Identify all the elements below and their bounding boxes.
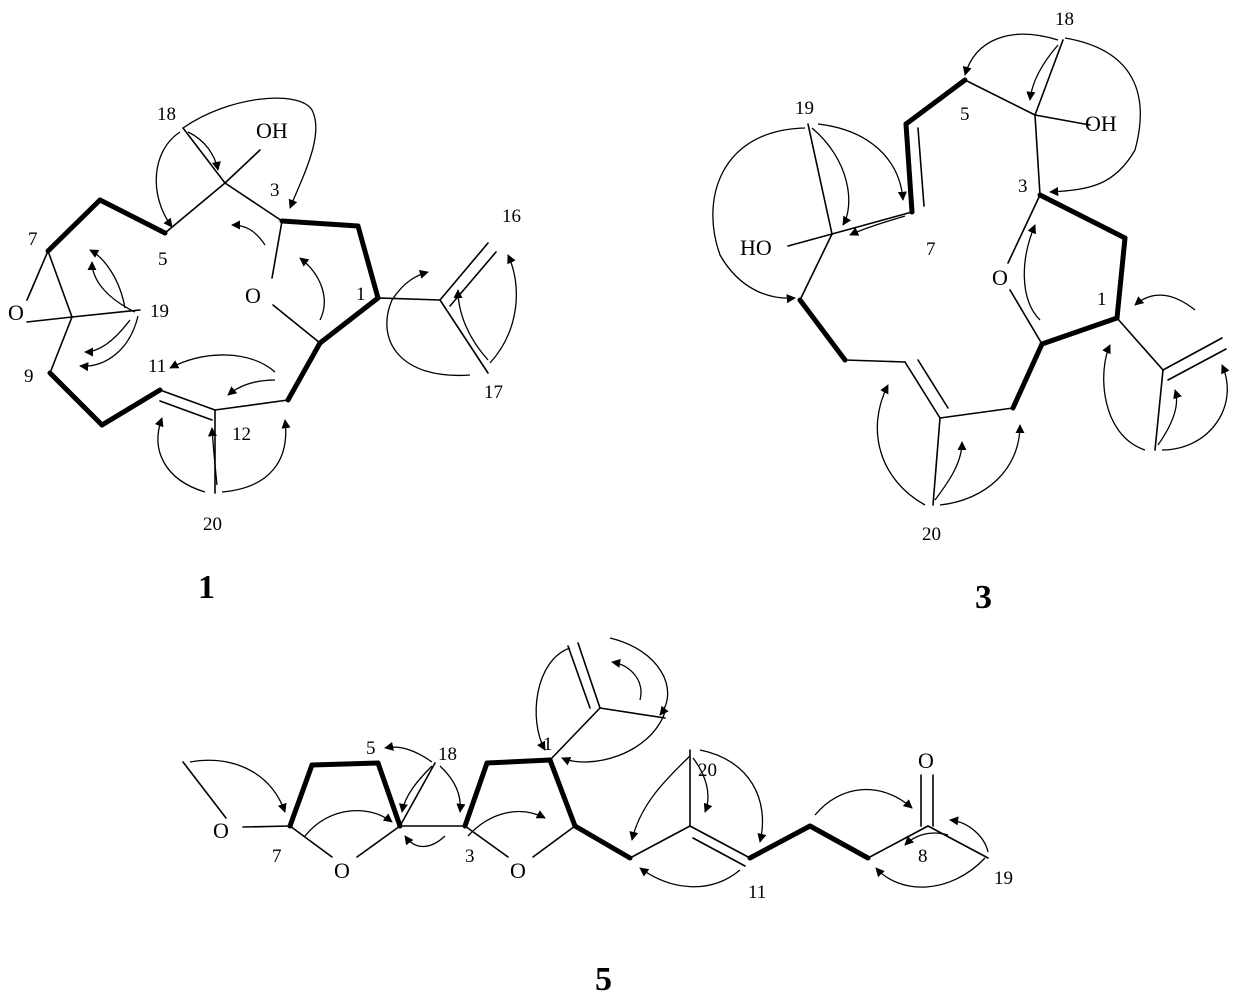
- compound-5-o-methoxy-label: O: [213, 818, 229, 843]
- compound-3-num-5: 5: [960, 104, 970, 125]
- compound-3-o-ring-label: O: [992, 265, 1008, 290]
- compound-1-num-19: 19: [150, 301, 169, 322]
- compound-3-num-3: 3: [1018, 176, 1028, 197]
- compound-3-num-20: 20: [922, 524, 941, 545]
- compound-1-num-17: 17: [484, 382, 503, 403]
- compound-5-num-3: 3: [465, 846, 475, 867]
- compound-1-num-20: 20: [203, 514, 222, 535]
- compound-3-caption: 3: [975, 579, 992, 616]
- compound-1-num-16: 16: [502, 206, 521, 227]
- compound-1-o-epoxide-label: O: [8, 300, 24, 325]
- compound-3-structure: OH HO O 18 19 5 3 7 1 20 3: [712, 9, 1230, 616]
- compound-1-num-3: 3: [270, 180, 280, 201]
- compound-1-num-1: 1: [356, 284, 366, 305]
- compound-1-num-12: 12: [232, 424, 251, 445]
- compound-5-o-ring-a-label: O: [334, 858, 350, 883]
- compound-5-bonds: [182, 642, 989, 867]
- compound-3-num-18: 18: [1055, 9, 1074, 30]
- compound-5-num-8: 8: [918, 846, 928, 867]
- compound-3-hmbc-arrows: [712, 33, 1230, 506]
- compound-1-num-18: 18: [157, 104, 176, 125]
- compound-5-num-5: 5: [366, 738, 376, 759]
- compound-5-structure: O O O O 5 18 1 20 7 3 8 11 19 5: [182, 637, 1013, 998]
- compound-5-num-11: 11: [748, 882, 766, 903]
- compound-1-structure: OH O O 18 3 16 7 5 1 19 9 11 17 12 20 1: [8, 97, 521, 606]
- compound-1-num-5: 5: [158, 249, 168, 270]
- compound-3-num-1: 1: [1097, 289, 1107, 310]
- compound-5-caption: 5: [595, 961, 612, 998]
- compound-3-ho-label: HO: [740, 235, 772, 260]
- compound-5-num-7: 7: [272, 846, 282, 867]
- compound-1-num-11: 11: [148, 356, 166, 377]
- compound-5-o-ring-b-label: O: [510, 858, 526, 883]
- compound-1-hmbc-arrows: [79, 97, 517, 493]
- compound-3-num-19: 19: [795, 98, 814, 119]
- compound-1-oh-label: OH: [256, 118, 288, 143]
- compound-5-num-18: 18: [438, 744, 457, 765]
- compound-5-num-1: 1: [543, 734, 553, 755]
- compound-3-oh-label: OH: [1085, 111, 1117, 136]
- compound-1-num-9: 9: [24, 366, 34, 387]
- compound-3-num-7: 7: [926, 239, 936, 260]
- compound-5-num-20: 20: [698, 760, 717, 781]
- compound-1-caption: 1: [198, 569, 215, 606]
- compound-1-num-7: 7: [28, 229, 38, 250]
- compound-1-o-ring-label: O: [245, 283, 261, 308]
- compound-1-bonds: [26, 127, 497, 494]
- compound-3-bonds: [787, 39, 1227, 506]
- compound-5-num-19: 19: [994, 868, 1013, 889]
- compound-5-o-carbonyl-label: O: [918, 748, 934, 773]
- compound-5-hmbc-arrows: [189, 637, 989, 888]
